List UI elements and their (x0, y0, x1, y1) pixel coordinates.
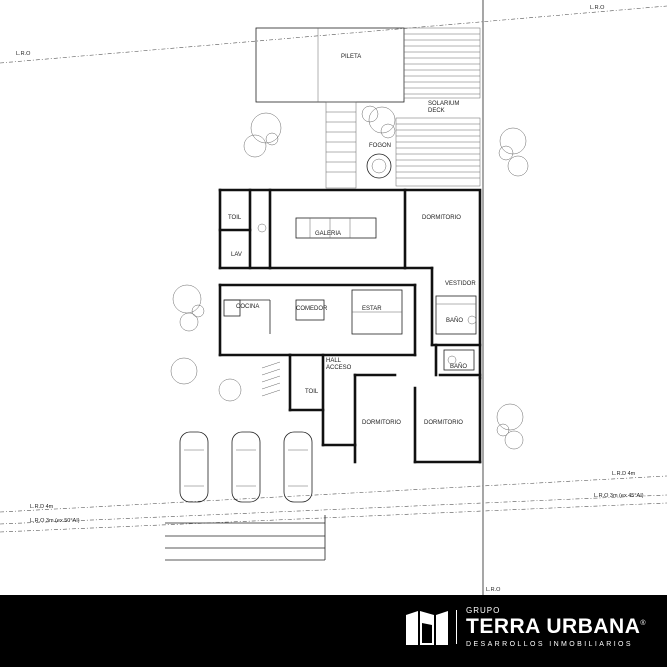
trees (170, 105, 529, 450)
room-toil-bottom: TOIL (305, 389, 319, 395)
registered-mark: ® (640, 620, 647, 627)
brand-name-text: TERRA URBANA (466, 615, 641, 638)
room-hall-acceso-line-1: HALL (326, 358, 342, 364)
room-comedor: COMEDOR (296, 306, 328, 312)
exterior-steps (261, 361, 281, 397)
brand-name: TERRA URBANA® (466, 615, 646, 639)
garden-path (325, 101, 357, 189)
room-fogon: FOGON (369, 143, 391, 149)
room-lav: LAV (231, 252, 242, 258)
room-bano-suite: BAÑO (446, 317, 463, 324)
setback-lines (0, 0, 667, 595)
terra-urbana-logo-icon (406, 611, 448, 645)
room-dormitorio-2: DORMITORIO (424, 420, 463, 426)
room-solarium-deck-line1-line-2: DECK (428, 108, 445, 114)
label-lro-top-right: L.R.O (590, 5, 605, 11)
room-pileta: PILETA (341, 54, 361, 60)
interior-furniture (223, 217, 477, 371)
room-vestidor: VESTIDOR (445, 281, 476, 287)
parked-cars (179, 431, 313, 503)
sidewalk (165, 515, 326, 561)
fogon-fire-pit (366, 153, 392, 179)
room-hall-acceso-line-2: ACCESO (326, 365, 352, 371)
label-lro-3m-right: L.R.O 3m (ex 45°AI) (594, 493, 644, 499)
solarium-deck-hatch (395, 27, 481, 187)
logo-divider (456, 610, 457, 644)
label-lro-3m-left: L.R.O 3m (ex 50°AI) (30, 518, 80, 524)
brand-group-label: GRUPO (466, 606, 501, 615)
room-bano: BAÑO (450, 363, 467, 370)
brand-footer (0, 595, 667, 667)
label-lrd-4m-left: L.R.D 4m (30, 504, 54, 510)
room-dormitorio-principal: DORMITORIO (422, 215, 461, 221)
brand-tagline: DESARROLLOS INMOBILIARIOS (466, 641, 633, 648)
room-estar: ESTAR (362, 306, 382, 312)
room-toil-top: TOIL (228, 215, 242, 221)
label-lro-top-left: L.R.O (16, 51, 31, 57)
floor-plan: L.R.O L.R.O L.R.O L.R.D 4m L.R.O 3m (ex … (0, 0, 667, 595)
house-walls (218, 188, 482, 464)
room-cocina: COCINA (236, 304, 259, 310)
room-dormitorio-1: DORMITORIO (362, 420, 401, 426)
room-galeria: GALERIA (315, 231, 341, 237)
room-solarium-deck-line1-line-1: SOLARIUM (428, 101, 459, 107)
label-lro-bottom: L.R.O (486, 587, 501, 593)
label-lrd-4m-right: L.R.D 4m (612, 471, 636, 477)
